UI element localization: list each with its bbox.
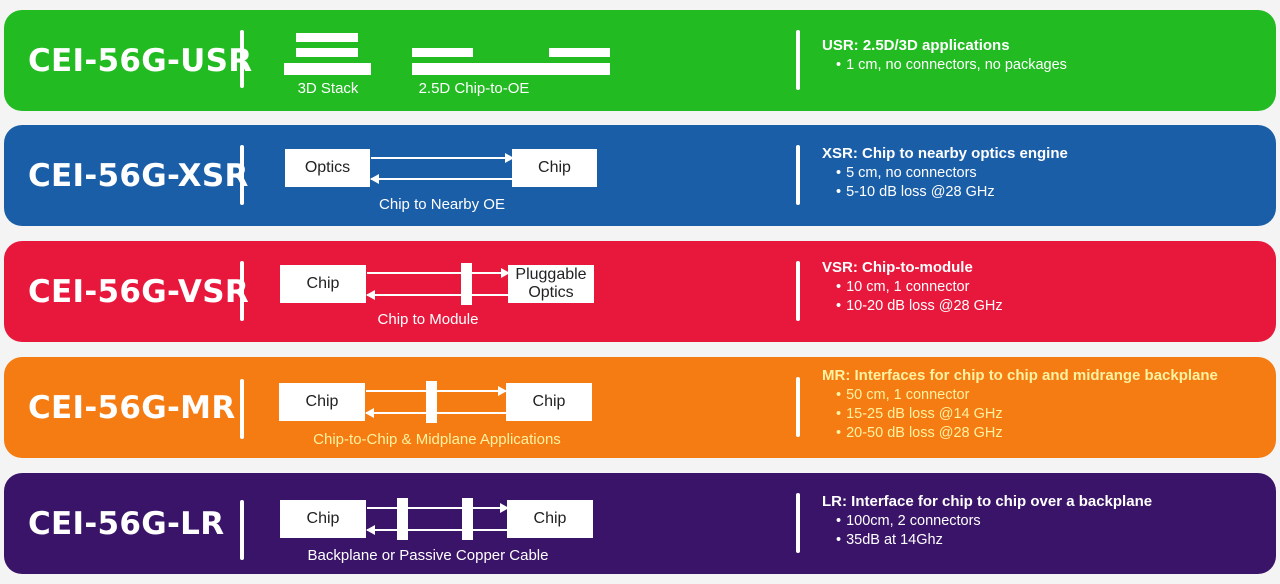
info-heading-vsr: VSR: Chip-to-module xyxy=(822,259,973,276)
box-label-line2: Optics xyxy=(528,284,574,301)
box-chip: Chip xyxy=(280,500,366,538)
separator-left-vsr xyxy=(240,261,244,321)
info-item: 20-50 dB loss @28 GHz xyxy=(822,424,1218,443)
arrow-left xyxy=(366,524,508,536)
info-vsr: VSR: Chip-to-module 10 cm, 1 connector 1… xyxy=(822,259,1003,316)
info-item: 10 cm, 1 connector xyxy=(822,278,1003,297)
caption-vsr: Chip to Module xyxy=(377,311,479,328)
separator-right-vsr xyxy=(796,261,800,321)
stack-layer-middle xyxy=(296,48,358,57)
info-usr: USR: 2.5D/3D applications 1 cm, no conne… xyxy=(822,37,1067,75)
info-lr: LR: Interface for chip to chip over a ba… xyxy=(822,493,1152,550)
info-item: 1 cm, no connectors, no packages xyxy=(822,56,1067,75)
separator-right-mr xyxy=(796,377,800,437)
info-item: 15-25 dB loss @14 GHz xyxy=(822,405,1218,424)
info-heading-lr: LR: Interface for chip to chip over a ba… xyxy=(822,493,1153,510)
arrow-left xyxy=(370,173,513,185)
caption-lr: Backplane or Passive Copper Cable xyxy=(307,547,549,564)
band-title-xsr: CEI-56G-XSR xyxy=(28,157,249,194)
band-title-vsr: CEI-56G-VSR xyxy=(28,273,250,310)
band-title-usr: CEI-56G-USR xyxy=(28,42,253,79)
box-chip: Chip xyxy=(280,265,366,303)
band-usr: CEI-56G-USR 3D Stack 2.5D Chip-to-OE USR… xyxy=(4,10,1276,111)
box-chip: Chip xyxy=(506,383,592,421)
box-label-line1: Pluggable xyxy=(515,266,587,283)
box-optics: Optics xyxy=(285,149,370,187)
info-heading-xsr: XSR: Chip to nearby optics engine xyxy=(822,145,1068,162)
arrow-right xyxy=(367,267,510,279)
separator-left-mr xyxy=(240,379,244,439)
band-vsr: CEI-56G-VSR Chip Pluggable Optics Chip t… xyxy=(4,241,1276,342)
arrow-left xyxy=(366,289,509,301)
connector xyxy=(426,381,437,423)
connector xyxy=(461,263,472,305)
band-title-mr: CEI-56G-MR xyxy=(28,389,236,426)
info-mr: MR: Interfaces for chip to chip and midr… xyxy=(822,367,1218,443)
info-item: 100cm, 2 connectors xyxy=(822,512,1152,531)
caption-mr: Chip-to-Chip & Midplane Applications xyxy=(313,431,561,448)
box-chip: Chip xyxy=(279,383,365,421)
connector-second xyxy=(462,498,473,540)
interposer-base xyxy=(412,63,610,75)
stack-layer-top xyxy=(296,33,358,42)
arrow-right xyxy=(371,152,514,164)
chip-block-left xyxy=(412,48,473,57)
info-item: 35dB at 14Ghz xyxy=(822,531,1152,550)
separator-right-lr xyxy=(796,493,800,553)
arrow-right xyxy=(367,502,509,514)
separator-left-lr xyxy=(240,500,244,560)
info-heading-mr: MR: Interfaces for chip to chip and midr… xyxy=(822,367,1218,384)
info-heading-usr: USR: 2.5D/3D applications xyxy=(822,37,1010,54)
caption-chip-to-oe: 2.5D Chip-to-OE xyxy=(418,80,530,97)
box-chip: Chip xyxy=(512,149,597,187)
separator-right-usr xyxy=(796,30,800,90)
band-xsr: CEI-56G-XSR Optics Chip Chip to Nearby O… xyxy=(4,125,1276,226)
stack-layer-base xyxy=(284,63,371,75)
info-item: 5 cm, no connectors xyxy=(822,164,1068,183)
band-mr: CEI-56G-MR Chip Chip Chip-to-Chip & Midp… xyxy=(4,357,1276,458)
info-item: 5-10 dB loss @28 GHz xyxy=(822,183,1068,202)
caption-3d-stack: 3D Stack xyxy=(297,80,359,97)
info-item: 10-20 dB loss @28 GHz xyxy=(822,297,1003,316)
box-pluggable-optics: Pluggable Optics xyxy=(508,265,594,303)
chip-block-right xyxy=(549,48,610,57)
info-item: 50 cm, 1 connector xyxy=(822,386,1218,405)
separator-left-xsr xyxy=(240,145,244,205)
info-xsr: XSR: Chip to nearby optics engine 5 cm, … xyxy=(822,145,1068,202)
caption-xsr: Chip to Nearby OE xyxy=(379,196,505,213)
connector-first xyxy=(397,498,408,540)
band-title-lr: CEI-56G-LR xyxy=(28,505,225,542)
separator-right-xsr xyxy=(796,145,800,205)
band-lr: CEI-56G-LR Chip Chip Backplane or Passiv… xyxy=(4,473,1276,574)
box-chip: Chip xyxy=(507,500,593,538)
separator-left-usr xyxy=(240,30,244,88)
